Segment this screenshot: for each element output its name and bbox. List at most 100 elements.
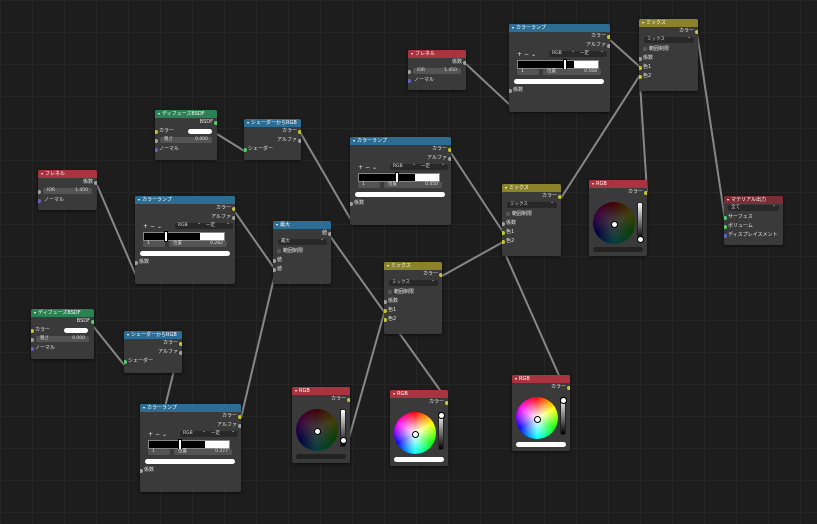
- output-socket[interactable]: [298, 130, 301, 134]
- interpolation-dropdown[interactable]: 一定: [208, 429, 238, 437]
- output-socket[interactable]: [463, 61, 466, 65]
- clamp-checkbox[interactable]: [277, 248, 281, 253]
- node-color-ramp[interactable]: ▾カラーランプ カラー アルファ + − ⌄ RGB 一定 1 位置0.377 …: [140, 404, 241, 492]
- input-socket[interactable]: [408, 70, 411, 74]
- node-header[interactable]: ▾RGB: [512, 375, 570, 383]
- input-socket[interactable]: [502, 222, 505, 226]
- node-rgb[interactable]: ▾RGB カラー: [390, 390, 448, 466]
- input-socket[interactable]: [140, 469, 143, 473]
- input-socket[interactable]: [273, 259, 276, 263]
- node-header[interactable]: ▾フレネル: [408, 50, 466, 58]
- input-socket[interactable]: [244, 148, 247, 152]
- node-header[interactable]: ▾ディフューズBSDF: [31, 309, 94, 317]
- node-header[interactable]: ▾マテリアル出力: [724, 196, 783, 204]
- output-socket[interactable]: [607, 35, 610, 39]
- color-swatch[interactable]: [516, 442, 566, 447]
- input-socket[interactable]: [408, 79, 411, 83]
- color-swatch[interactable]: [296, 454, 346, 459]
- output-socket[interactable]: [94, 181, 97, 185]
- color-wheel-cursor[interactable]: [611, 221, 618, 228]
- clamp-checkbox[interactable]: [506, 211, 510, 216]
- node-rgb[interactable]: ▾RGB カラー: [292, 387, 350, 463]
- output-socket[interactable]: [607, 44, 610, 48]
- output-socket[interactable]: [179, 351, 182, 355]
- output-socket[interactable]: [238, 424, 241, 428]
- input-socket[interactable]: [639, 75, 642, 79]
- color-swatch[interactable]: [593, 247, 643, 252]
- color-wheel-cursor[interactable]: [412, 431, 419, 438]
- interpolation-dropdown[interactable]: 一定: [577, 49, 607, 57]
- node-header[interactable]: ▾カラーランプ: [140, 404, 241, 412]
- input-socket[interactable]: [350, 202, 353, 206]
- node-header[interactable]: ▾ミックス: [384, 262, 442, 270]
- stop-color-swatch[interactable]: [355, 192, 445, 197]
- color-wheel-cursor[interactable]: [534, 416, 541, 423]
- stop-index-field[interactable]: 1: [517, 69, 539, 75]
- value-slider-knob[interactable]: [438, 412, 445, 419]
- input-socket[interactable]: [31, 338, 34, 342]
- ramp-menu-button[interactable]: ⌄: [162, 431, 168, 438]
- add-stop-button[interactable]: +: [143, 223, 149, 230]
- ramp-menu-button[interactable]: ⌄: [531, 51, 537, 58]
- stop-color-swatch[interactable]: [140, 251, 230, 256]
- value-slider[interactable]: [637, 202, 643, 240]
- value-slider-knob[interactable]: [560, 397, 567, 404]
- input-socket[interactable]: [124, 360, 127, 364]
- node-header[interactable]: ▾カラーランプ: [135, 196, 235, 204]
- node-header[interactable]: ▾カラーランプ: [509, 24, 610, 32]
- input-socket[interactable]: [384, 309, 387, 313]
- blend-mode-dropdown[interactable]: ミックス: [507, 200, 557, 208]
- node-mix-rgb[interactable]: ▾ミックス カラー ミックス 範囲制限 係数 色1 色2: [384, 262, 442, 334]
- input-socket[interactable]: [31, 347, 34, 351]
- node-material-output[interactable]: ▾マテリアル出力 全て サーフェス ボリューム ディスプレイスメント: [724, 196, 783, 245]
- remove-stop-button[interactable]: −: [524, 51, 530, 58]
- remove-stop-button[interactable]: −: [150, 223, 156, 230]
- color-mode-dropdown[interactable]: RGB: [175, 221, 204, 229]
- color-swatch[interactable]: [188, 129, 212, 134]
- node-rgb[interactable]: ▾RGB カラー: [589, 180, 647, 256]
- color-wheel-cursor[interactable]: [314, 428, 321, 435]
- stop-index-field[interactable]: 1: [143, 241, 165, 247]
- input-socket[interactable]: [724, 234, 727, 238]
- remove-stop-button[interactable]: −: [155, 431, 161, 438]
- stop-color-swatch[interactable]: [514, 79, 604, 84]
- interpolation-dropdown[interactable]: 一定: [418, 162, 448, 170]
- input-socket[interactable]: [155, 148, 158, 152]
- output-socket[interactable]: [298, 139, 301, 143]
- input-socket[interactable]: [31, 329, 34, 333]
- color-mode-dropdown[interactable]: RGB: [390, 162, 419, 170]
- output-socket[interactable]: [445, 401, 448, 405]
- input-socket[interactable]: [639, 57, 642, 61]
- color-mode-dropdown[interactable]: RGB: [180, 429, 209, 437]
- output-socket[interactable]: [558, 195, 561, 199]
- node-header[interactable]: ▾シェーダーからRGB: [244, 119, 301, 127]
- node-header[interactable]: ▾RGB: [292, 387, 350, 395]
- stop-index-field[interactable]: 1: [358, 182, 380, 188]
- input-socket[interactable]: [155, 130, 158, 134]
- output-socket[interactable]: [439, 273, 442, 277]
- input-socket[interactable]: [384, 300, 387, 304]
- input-socket[interactable]: [724, 225, 727, 229]
- remove-stop-button[interactable]: −: [365, 164, 371, 171]
- node-rgb[interactable]: ▾RGB カラー: [512, 375, 570, 451]
- color-swatch[interactable]: [64, 328, 88, 333]
- node-header[interactable]: ▾ディフューズBSDF: [155, 110, 217, 118]
- node-header[interactable]: ▾最大: [273, 221, 331, 229]
- blend-mode-dropdown[interactable]: ミックス: [644, 35, 694, 43]
- input-socket[interactable]: [509, 89, 512, 93]
- node-header[interactable]: ▾RGB: [589, 180, 647, 188]
- output-socket[interactable]: [91, 320, 94, 324]
- color-ramp-bar[interactable]: [143, 231, 225, 242]
- add-stop-button[interactable]: +: [517, 51, 523, 58]
- input-socket[interactable]: [502, 231, 505, 235]
- node-math-maximum[interactable]: ▾最大 値 最大 範囲制限 値 値: [273, 221, 331, 284]
